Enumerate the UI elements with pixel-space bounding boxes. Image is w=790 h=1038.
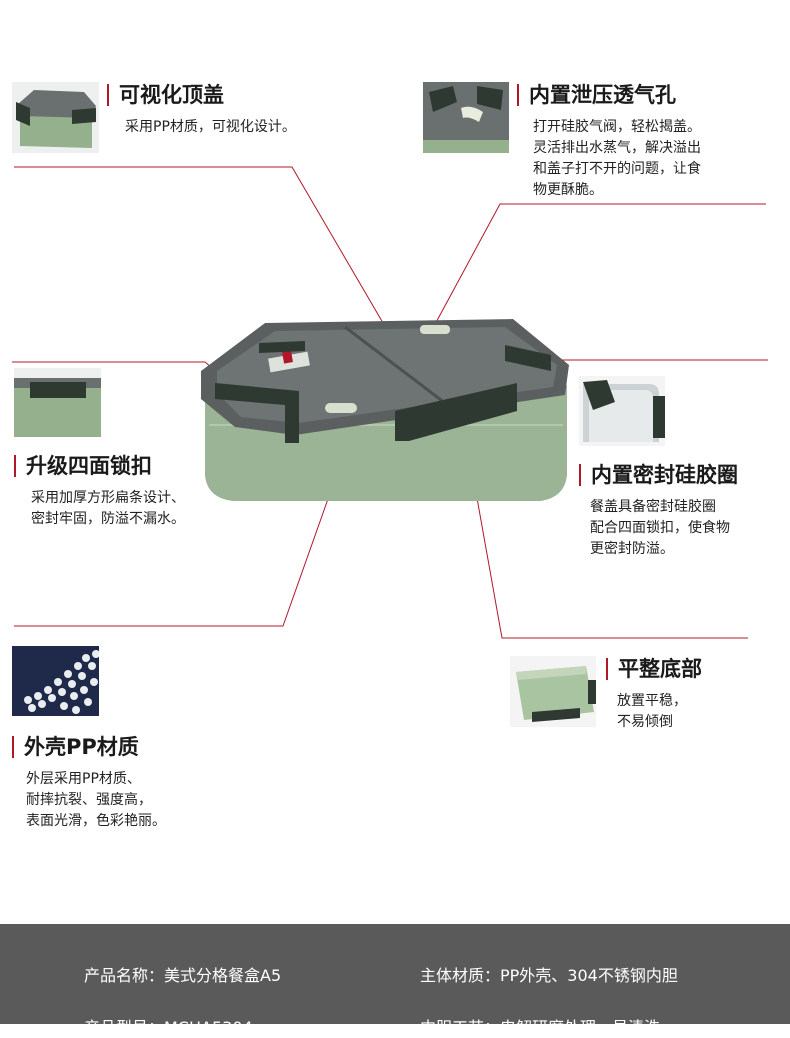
spec-footer: 产品名称：美式分格餐盒A5 主体材质：PP外壳、304不锈钢内胆 产品型号：MC… — [0, 924, 790, 1037]
feature-desc-bottom: 放置平稳， 不易倾倒 — [617, 693, 687, 730]
feature-title-locks: 升级四面锁扣 — [14, 455, 152, 477]
feature-desc-shell: 外层采用PP材质、 耐摔抗裂、强度高， 表面光滑，色彩艳丽。 — [26, 771, 166, 829]
feature-desc-locks: 采用加厚方形扁条设计、 密封牢固，防溢不漏水。 — [31, 490, 185, 527]
feature-title-shell: 外壳PP材质 — [12, 736, 139, 758]
visible-lid-thumbnail — [12, 82, 99, 153]
leader-visible-lid — [14, 166, 391, 336]
feature-title-vent: 内置泄压透气孔 — [517, 84, 676, 106]
feature-desc-visible-lid: 采用PP材质，可视化设计。 — [125, 119, 296, 135]
spec-model: 产品型号：MCHA5304 — [84, 1018, 253, 1037]
locks-thumbnail — [14, 368, 101, 437]
vent-thumbnail — [423, 82, 509, 153]
feature-desc-seal: 餐盖具备密封硅胶圈 配合四面锁扣，使食物 更密封防溢。 — [590, 499, 730, 557]
feature-title-visible-lid: 可视化顶盖 — [107, 84, 224, 106]
spec-product-name: 产品名称：美式分格餐盒A5 — [84, 966, 282, 985]
spec-process: 内胆工艺：电解研磨处理，易清洗 — [420, 1018, 661, 1037]
lunch-box-image — [201, 319, 569, 501]
seal-thumbnail — [579, 376, 665, 446]
leader-vent — [432, 203, 766, 329]
leader-shell — [14, 481, 335, 627]
spec-material: 主体材质：PP外壳、304不锈钢内胆 — [420, 966, 678, 985]
leader-bottom — [471, 469, 748, 639]
bottom-thumbnail — [510, 656, 596, 727]
feature-title-seal: 内置密封硅胶圈 — [579, 464, 738, 486]
feature-title-bottom: 平整底部 — [606, 658, 702, 680]
pp-granules-thumbnail — [12, 646, 99, 716]
feature-desc-vent: 打开硅胶气阀，轻松揭盖。 灵活排出水蒸气，解决溢出 和盖子打不开的问题，让食 物… — [533, 119, 701, 198]
